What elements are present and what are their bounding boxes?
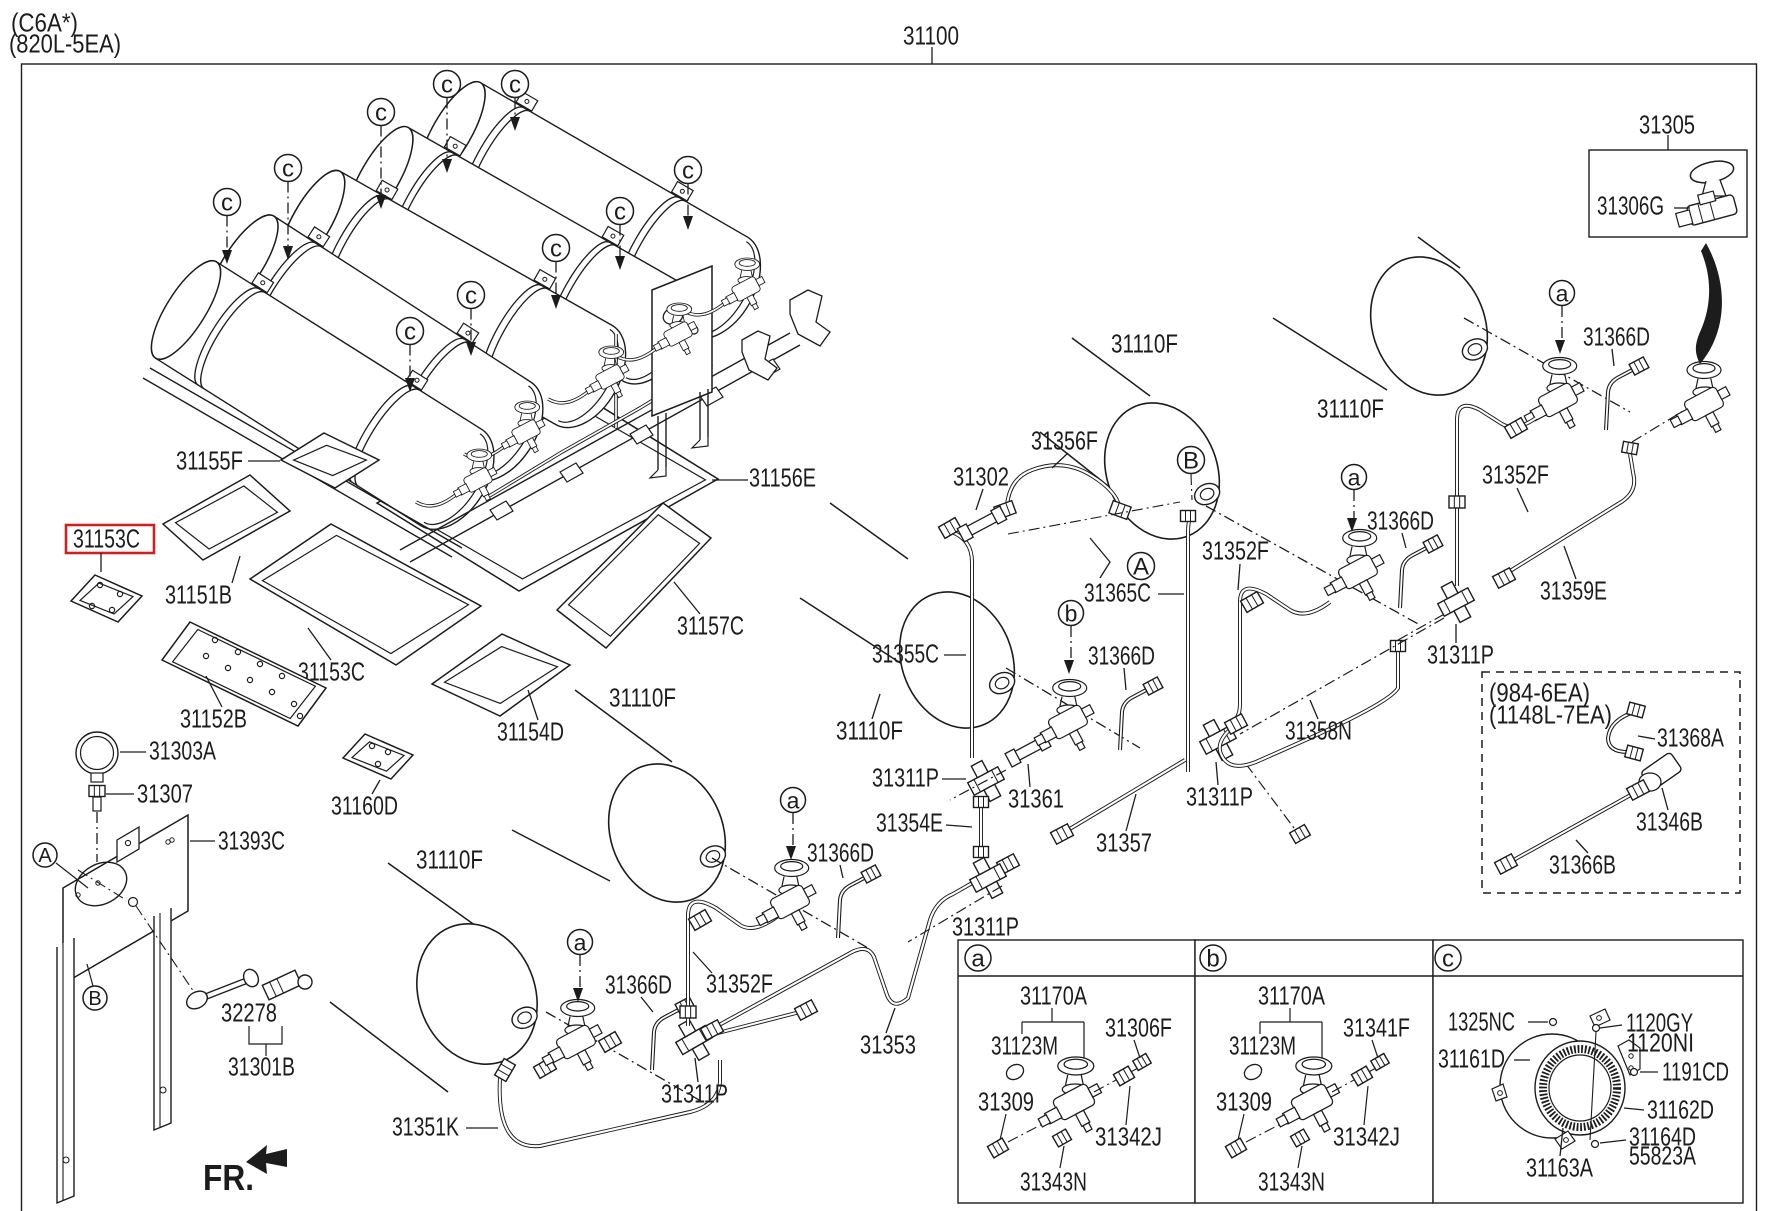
svg-text:31154D: 31154D: [497, 718, 564, 746]
svg-text:b: b: [1206, 946, 1219, 973]
svg-text:(C6A*): (C6A*): [11, 9, 78, 37]
svg-text:31358N: 31358N: [1285, 717, 1352, 745]
svg-text:31311P: 31311P: [661, 1080, 728, 1108]
svg-text:31309: 31309: [1216, 1088, 1272, 1116]
svg-text:31110F: 31110F: [836, 717, 903, 745]
svg-text:31309: 31309: [978, 1088, 1034, 1116]
svg-text:c: c: [375, 100, 387, 127]
svg-text:31352F: 31352F: [1202, 537, 1269, 565]
svg-text:31351K: 31351K: [392, 1113, 459, 1141]
svg-text:31352F: 31352F: [706, 970, 773, 998]
svg-text:31306F: 31306F: [1105, 1014, 1172, 1042]
svg-text:31366D: 31366D: [807, 839, 874, 867]
svg-text:31366D: 31366D: [1583, 323, 1650, 351]
svg-text:31366D: 31366D: [1088, 642, 1155, 670]
svg-text:31346B: 31346B: [1636, 808, 1703, 836]
svg-text:31355C: 31355C: [872, 640, 939, 668]
svg-text:31354E: 31354E: [876, 809, 943, 837]
svg-text:B: B: [1183, 448, 1199, 475]
svg-text:31393C: 31393C: [218, 827, 285, 855]
svg-text:B: B: [88, 988, 101, 1010]
svg-text:(984-6EA): (984-6EA): [1489, 679, 1590, 707]
svg-text:1191CD: 1191CD: [1662, 1058, 1729, 1086]
svg-text:31352F: 31352F: [1482, 461, 1549, 489]
svg-text:A: A: [38, 845, 52, 867]
svg-text:31152B: 31152B: [180, 705, 247, 733]
svg-text:c: c: [465, 283, 477, 310]
svg-text:31342J: 31342J: [1333, 1123, 1400, 1151]
svg-text:31303A: 31303A: [149, 737, 216, 765]
svg-text:31368A: 31368A: [1657, 724, 1724, 752]
svg-text:FR.: FR.: [203, 1157, 254, 1198]
svg-text:31110F: 31110F: [416, 846, 483, 874]
svg-text:31365C: 31365C: [1084, 579, 1151, 607]
svg-text:31343N: 31343N: [1258, 1168, 1325, 1196]
svg-text:31156E: 31156E: [749, 464, 816, 492]
svg-text:31341F: 31341F: [1343, 1014, 1410, 1042]
svg-text:c: c: [221, 190, 233, 217]
svg-text:31342J: 31342J: [1095, 1123, 1162, 1151]
svg-text:31155F: 31155F: [176, 447, 243, 475]
svg-text:c: c: [614, 199, 626, 226]
svg-text:31359E: 31359E: [1540, 577, 1607, 605]
svg-text:32278: 32278: [221, 999, 277, 1027]
svg-text:c: c: [1442, 946, 1454, 973]
svg-text:31110F: 31110F: [609, 684, 676, 712]
svg-text:31356F: 31356F: [1031, 427, 1098, 455]
svg-text:b: b: [1065, 600, 1078, 626]
svg-text:31170A: 31170A: [1258, 982, 1325, 1010]
svg-text:a: a: [574, 929, 587, 955]
svg-text:A: A: [1133, 554, 1149, 581]
svg-text:c: c: [282, 156, 294, 183]
svg-text:31153C: 31153C: [73, 525, 140, 553]
svg-text:a: a: [1348, 464, 1361, 490]
svg-text:c: c: [509, 72, 521, 99]
svg-text:(820L-5EA): (820L-5EA): [9, 30, 121, 58]
svg-text:a: a: [787, 787, 800, 813]
svg-text:1325NC: 1325NC: [1448, 1008, 1515, 1036]
svg-text:(1148L-7EA): (1148L-7EA): [1489, 701, 1612, 729]
svg-text:31100: 31100: [903, 22, 959, 50]
svg-text:31357: 31357: [1096, 829, 1152, 857]
svg-text:31311P: 31311P: [952, 913, 1019, 941]
svg-text:55823A: 55823A: [1629, 1142, 1696, 1170]
svg-text:31123M: 31123M: [1229, 1032, 1296, 1060]
svg-text:31305: 31305: [1639, 111, 1695, 139]
svg-text:c: c: [441, 72, 453, 99]
svg-text:31163A: 31163A: [1526, 1154, 1593, 1182]
svg-text:31306G: 31306G: [1597, 192, 1664, 220]
svg-text:31162D: 31162D: [1647, 1096, 1714, 1124]
svg-text:31311P: 31311P: [872, 764, 939, 792]
svg-text:1120GY: 1120GY: [1626, 1009, 1693, 1037]
svg-text:31311P: 31311P: [1427, 641, 1494, 669]
svg-text:31110F: 31110F: [1317, 395, 1384, 423]
svg-text:31151B: 31151B: [165, 581, 232, 609]
svg-text:c: c: [550, 236, 562, 263]
svg-text:31353: 31353: [860, 1031, 916, 1059]
svg-text:31160D: 31160D: [331, 792, 398, 820]
svg-text:31302: 31302: [953, 463, 1009, 491]
svg-text:31164D: 31164D: [1629, 1123, 1696, 1151]
svg-text:31170A: 31170A: [1020, 982, 1087, 1010]
svg-text:31366D: 31366D: [1367, 507, 1434, 535]
svg-text:31123M: 31123M: [991, 1032, 1058, 1060]
svg-text:1120NI: 1120NI: [1627, 1029, 1694, 1057]
svg-text:31110F: 31110F: [1111, 330, 1178, 358]
svg-text:31361: 31361: [1008, 785, 1064, 813]
svg-text:31343N: 31343N: [1020, 1168, 1087, 1196]
svg-text:31301B: 31301B: [228, 1053, 295, 1081]
svg-text:a: a: [1556, 280, 1569, 306]
svg-text:31161D: 31161D: [1438, 1045, 1505, 1073]
svg-text:a: a: [971, 946, 985, 973]
svg-text:31366B: 31366B: [1549, 851, 1616, 879]
svg-text:31157C: 31157C: [677, 612, 744, 640]
svg-text:c: c: [404, 319, 416, 346]
svg-text:31366D: 31366D: [605, 971, 672, 999]
svg-text:c: c: [682, 158, 694, 185]
svg-text:31311P: 31311P: [1186, 783, 1253, 811]
svg-text:31307: 31307: [137, 780, 193, 808]
